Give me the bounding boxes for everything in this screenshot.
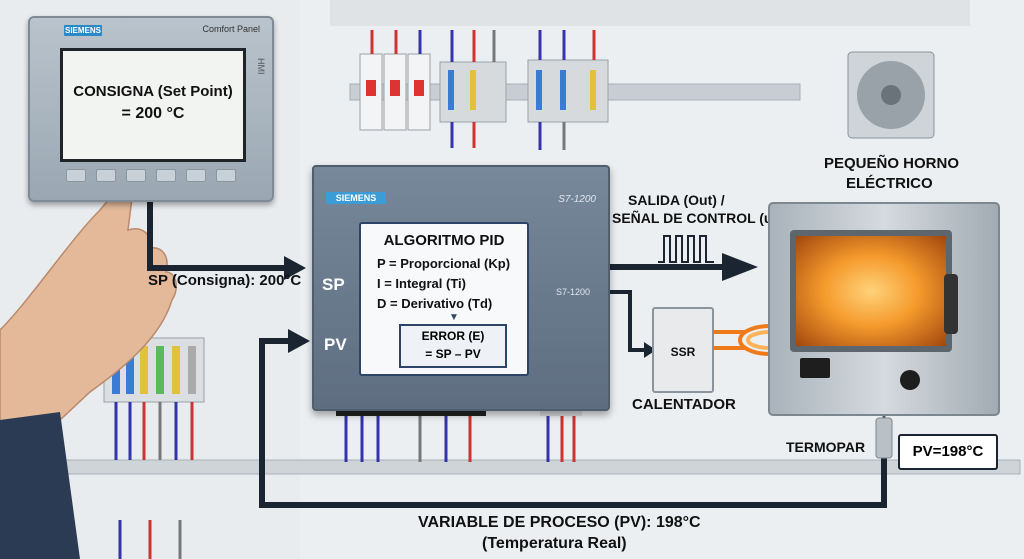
hmi-key-3[interactable] bbox=[126, 169, 146, 182]
thermocouple-label: TERMOPAR bbox=[786, 439, 866, 455]
feedback-arrow bbox=[259, 338, 887, 508]
plc-model-small: S7-1200 bbox=[555, 287, 590, 297]
feedback-arrow-head bbox=[288, 329, 310, 353]
hand-icon bbox=[0, 169, 178, 559]
hmi-panel: SIEMENS Comfort Panel HMI CONSIGNA (Set … bbox=[28, 16, 274, 202]
oven-title-line1: PEQUEÑO HORNO bbox=[824, 155, 960, 172]
pv-readout-box: PV=198°C bbox=[898, 434, 998, 470]
hmi-key-2[interactable] bbox=[96, 169, 116, 182]
pid-derivative: D = Derivativo (Td) bbox=[377, 296, 493, 311]
sp-arrow bbox=[147, 196, 286, 271]
plc-pv-input-tag: PV bbox=[324, 335, 347, 354]
error-formula: = SP – PV bbox=[425, 347, 481, 361]
down-arrow-icon: ▼ bbox=[449, 312, 459, 323]
heater-label: CALENTADOR bbox=[632, 396, 736, 413]
hmi-brand: SIEMENS bbox=[64, 25, 102, 36]
oven-title-line2: ELÉCTRICO bbox=[846, 175, 933, 192]
output-arrow-head bbox=[722, 253, 758, 281]
setpoint-value: = 200 °C bbox=[121, 105, 185, 122]
oven-handle[interactable] bbox=[944, 274, 958, 334]
hmi-key-1[interactable] bbox=[66, 169, 86, 182]
fan-icon bbox=[847, 51, 935, 139]
sp-arrow-head bbox=[284, 256, 306, 280]
ssr-label: SSR bbox=[670, 345, 696, 359]
pid-algorithm-box: ALGORITMO PID P = Proporcional (Kp) I = … bbox=[359, 222, 529, 376]
top-wires bbox=[370, 30, 596, 150]
plc-sp-input-tag: SP bbox=[322, 275, 345, 294]
pid-title: ALGORITMO PID bbox=[383, 232, 505, 249]
pid-integral: I = Integral (Ti) bbox=[377, 276, 466, 291]
top-breakers bbox=[359, 53, 431, 131]
plc-model: S7-1200 bbox=[558, 194, 596, 205]
feedback-label-line1: VARIABLE DE PROCESO (PV): 198°C bbox=[418, 514, 701, 531]
pv-readout-value: PV=198°C bbox=[912, 443, 984, 460]
hmi-model: Comfort Panel bbox=[202, 24, 260, 34]
sp-arrow-label: SP (Consigna): 200°C bbox=[148, 272, 302, 289]
output-label-line1: SALIDA (Out) / bbox=[628, 192, 725, 208]
oven-knob[interactable] bbox=[900, 370, 920, 390]
ssr-signal-line bbox=[606, 290, 646, 352]
feedback-label-line2: (Temperatura Real) bbox=[482, 535, 627, 552]
ssr-relay: SSR bbox=[652, 307, 714, 393]
cabinet-top-rail bbox=[330, 0, 970, 26]
left-wires bbox=[114, 318, 194, 559]
error-box: ERROR (E) = SP – PV bbox=[399, 324, 507, 368]
output-label-line2: SEÑAL DE CONTROL (u) bbox=[612, 210, 778, 226]
output-arrow-shaft bbox=[606, 264, 726, 270]
hmi-key-5[interactable] bbox=[186, 169, 206, 182]
setpoint-label: CONSIGNA (Set Point) bbox=[73, 83, 233, 100]
plc-controller: SIEMENS S7-1200 S7-1200 SP PV ALGORITMO … bbox=[312, 165, 610, 411]
error-title: ERROR (E) bbox=[421, 329, 485, 343]
pwm-signal-icon bbox=[658, 235, 714, 263]
hmi-side-label: HMI bbox=[256, 58, 266, 75]
din-rail-bottom bbox=[59, 459, 1021, 475]
hmi-screen[interactable]: CONSIGNA (Set Point) = 200 °C bbox=[60, 48, 246, 162]
plc-brand: SIEMENS bbox=[326, 192, 386, 204]
oven-power-switch[interactable] bbox=[800, 358, 830, 378]
pid-proportional: P = Proporcional (Kp) bbox=[377, 256, 511, 271]
hmi-key-6[interactable] bbox=[216, 169, 236, 182]
hmi-key-4[interactable] bbox=[156, 169, 176, 182]
electric-oven bbox=[768, 202, 1000, 416]
oven-window bbox=[790, 230, 952, 352]
